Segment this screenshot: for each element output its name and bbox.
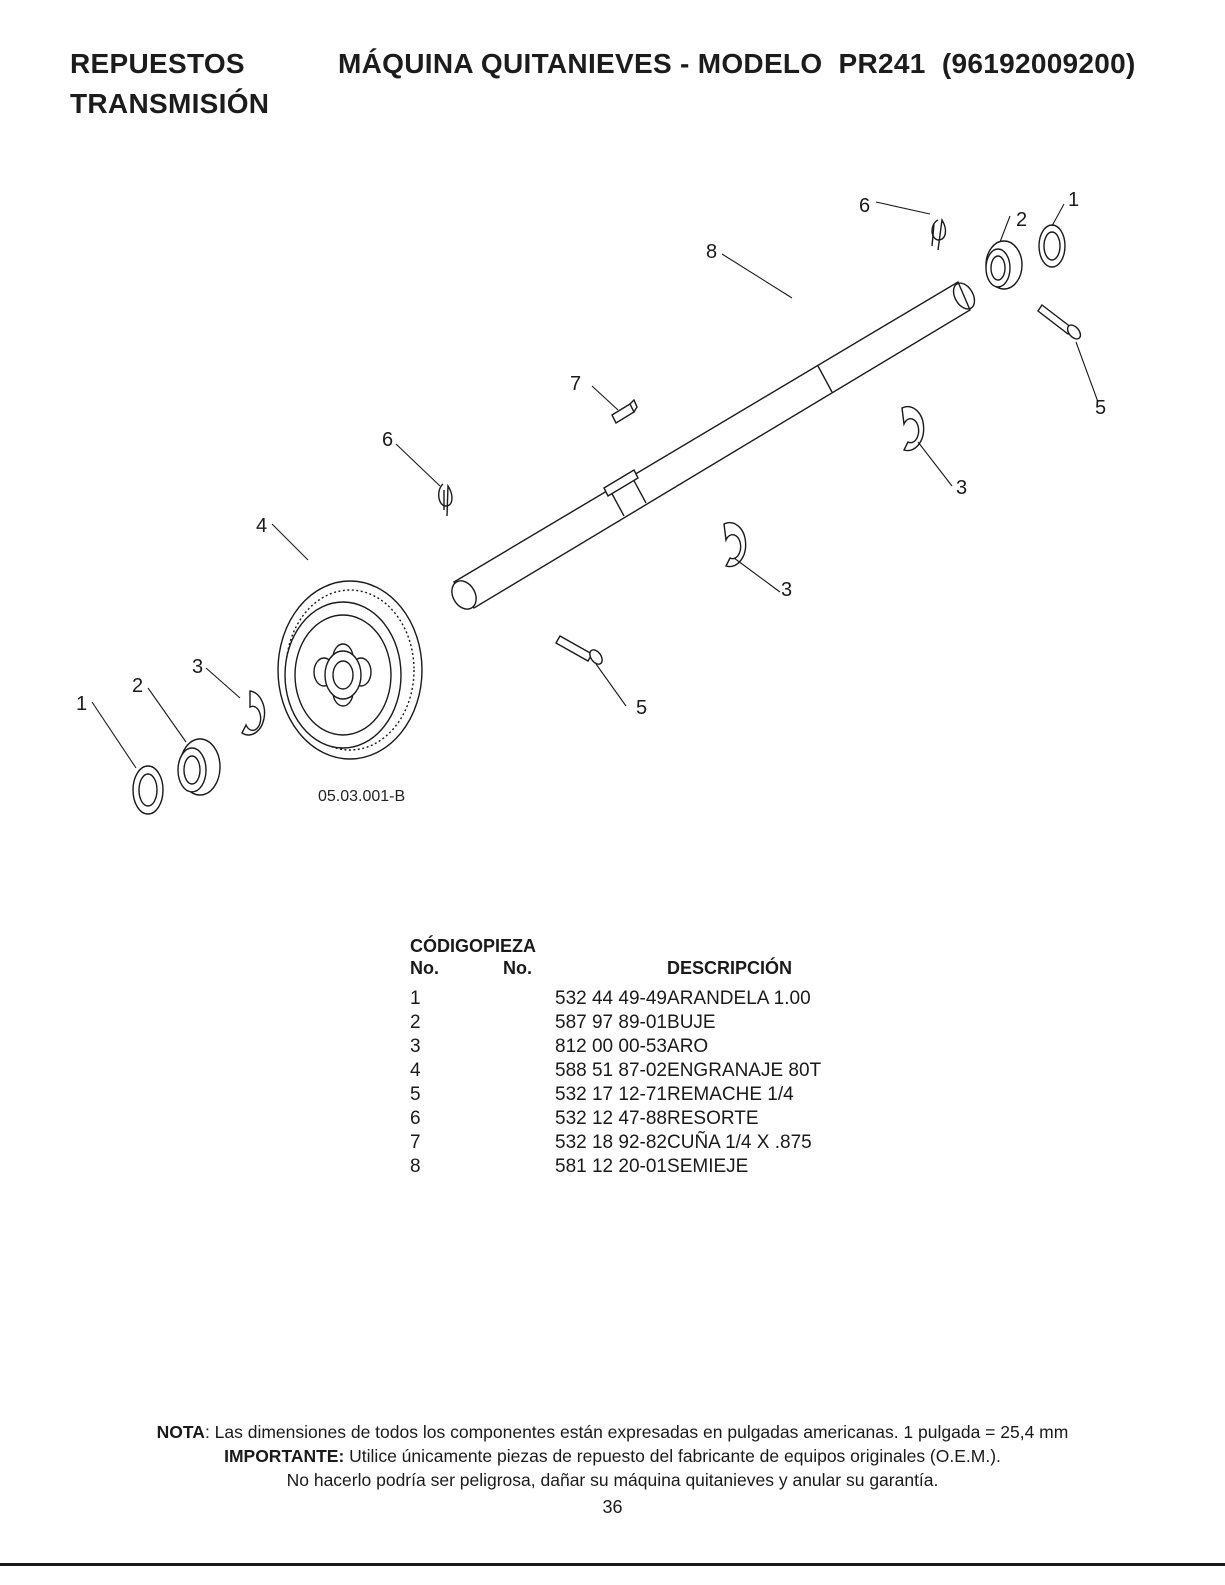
- nota-label: NOTA: [156, 1422, 205, 1442]
- figure-reference: 05.03.001-B: [318, 788, 406, 805]
- callout-5-right: 5: [1095, 397, 1106, 419]
- ref-no: 1: [410, 988, 421, 1009]
- description: ENGRANAJE 80T: [667, 1060, 822, 1081]
- description: CUÑA 1/4 X .875: [667, 1132, 812, 1153]
- description: BUJE: [667, 1012, 716, 1033]
- spring-clip-part-6-right: [931, 217, 947, 251]
- subsection-heading: TRANSMISIÓN: [70, 88, 270, 119]
- description: ARANDELA 1.00: [667, 988, 811, 1009]
- ref-no: 4: [410, 1060, 421, 1081]
- callout-8: 8: [706, 241, 717, 263]
- page-number: 36: [602, 1497, 623, 1517]
- bushing-part-2-left: [177, 738, 221, 796]
- description: RESORTE: [667, 1108, 759, 1129]
- callout-5-center: 5: [636, 697, 647, 719]
- header-description: DESCRIPCIÓN: [667, 958, 793, 978]
- callout-3-center: 3: [781, 579, 792, 601]
- header-ref-no: CÓDIGO No.: [410, 936, 484, 978]
- part-no: 587 97 89-01: [555, 1012, 668, 1033]
- washer-part-1-left: [132, 765, 164, 815]
- retaining-ring-part-3-left: [241, 690, 266, 736]
- washer-part-1-right: [1038, 224, 1066, 268]
- rivet-part-5-right: [1037, 303, 1082, 340]
- bottom-rule: [0, 1563, 1225, 1566]
- callout-numbers: 1 2 3 4 6 7 8 6 2 1 5 3 3 5: [76, 189, 1106, 719]
- importante-label: IMPORTANTE:: [224, 1446, 345, 1466]
- warning-line: No hacerlo podría ser peligrosa, dañar s…: [286, 1470, 939, 1490]
- leader-lines: [91, 201, 1099, 769]
- part-no: 812 00 00-53: [555, 1036, 668, 1057]
- table-row: 4 588 51 87-02 ENGRANAJE 80T: [410, 1059, 867, 1083]
- callout-4: 4: [256, 515, 267, 537]
- table-row: 3 812 00 00-53 ARO: [410, 1035, 867, 1059]
- ref-no: 7: [410, 1132, 421, 1153]
- callout-7: 7: [570, 373, 581, 395]
- importante-line: IMPORTANTE: Utilice únicamente piezas de…: [0, 1444, 1225, 1468]
- callout-1-left: 1: [76, 693, 87, 715]
- callout-6-right: 6: [859, 195, 870, 217]
- table-row: 5 532 17 12-71 REMACHE 1/4: [410, 1083, 867, 1107]
- nota-text: : Las dimensiones de todos los component…: [204, 1422, 1069, 1442]
- section-heading: REPUESTOS: [70, 48, 245, 79]
- table-row: 6 532 12 47-88 RESORTE: [410, 1107, 867, 1131]
- bushing-part-2-right: [985, 240, 1023, 290]
- table-row: 8 581 12 20-01 SEMIEJE: [410, 1155, 867, 1179]
- part-no: 532 44 49-49: [555, 988, 668, 1009]
- callout-2-left: 2: [132, 675, 143, 697]
- callout-3-left: 3: [192, 656, 203, 678]
- ref-no: 2: [410, 1012, 421, 1033]
- retaining-ring-part-3-right: [901, 405, 925, 452]
- table-row: 7 532 18 92-82 CUÑA 1/4 X .875: [410, 1131, 867, 1155]
- description: SEMIEJE: [667, 1156, 749, 1177]
- parts-list-table: CÓDIGO No. PIEZA No. DESCRIPCIÓN 1 532 4…: [410, 935, 867, 1179]
- ref-no: 6: [410, 1108, 421, 1129]
- rivet-part-5-center: [555, 635, 603, 665]
- spring-clip-part-6-left: [438, 483, 453, 517]
- gear-part-4: [277, 580, 423, 760]
- axle-part-8: [451, 280, 976, 610]
- callout-6-left: 6: [382, 429, 393, 451]
- table-row: 1 532 44 49-49 ARANDELA 1.00: [410, 987, 867, 1011]
- ref-no: 8: [410, 1156, 421, 1177]
- exploded-parts-diagram: 1 2 3 4 6 7 8 6 2 1 5 3 3 5: [76, 189, 1106, 815]
- key-part-7: [611, 398, 638, 424]
- header-part-no: PIEZA No.: [483, 936, 537, 978]
- table-row: 2 587 97 89-01 BUJE: [410, 1011, 867, 1035]
- importante-text: Utilice únicamente piezas de repuesto de…: [344, 1446, 1001, 1466]
- retaining-ring-part-3-center: [723, 521, 747, 568]
- callout-1-right: 1: [1068, 189, 1079, 211]
- footer-notes: NOTA: Las dimensiones de todos los compo…: [0, 1420, 1225, 1492]
- callout-3-right: 3: [956, 477, 967, 499]
- description: ARO: [667, 1036, 709, 1057]
- parts-table-header: CÓDIGO No. PIEZA No. DESCRIPCIÓN: [410, 935, 867, 979]
- ref-no: 5: [410, 1084, 421, 1105]
- description: REMACHE 1/4: [667, 1084, 794, 1105]
- part-no: 581 12 20-01: [555, 1156, 668, 1177]
- page-title: MÁQUINA QUITANIEVES - MODELO PR241 (9619…: [338, 48, 1136, 79]
- ref-no: 3: [410, 1036, 421, 1057]
- part-no: 588 51 87-02: [555, 1060, 668, 1081]
- nota-line: NOTA: Las dimensiones de todos los compo…: [0, 1420, 1225, 1444]
- part-no: 532 18 92-82: [555, 1132, 668, 1153]
- callout-2-right: 2: [1016, 209, 1027, 231]
- part-no: 532 12 47-88: [555, 1108, 668, 1129]
- part-no: 532 17 12-71: [555, 1084, 668, 1105]
